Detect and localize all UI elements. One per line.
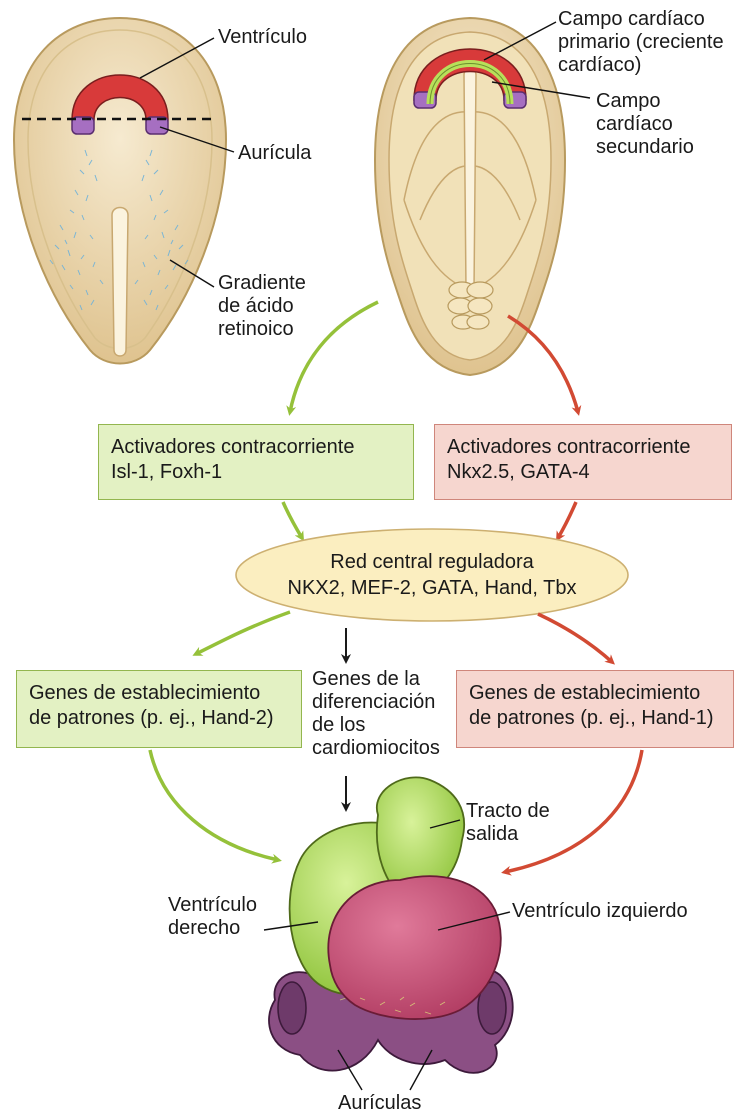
label-tracto-de-salida: Tracto de salida	[466, 800, 550, 846]
label-gradiente-acido-retinoico: Gradiente de ácido retinoico	[218, 272, 306, 341]
label-auricula: Aurícula	[238, 142, 311, 165]
arrow-der-to-red	[558, 502, 576, 538]
arrow-izq-to-red	[283, 502, 302, 538]
label-ventriculo-izquierdo: Ventrículo izquierdo	[512, 900, 688, 923]
label-ventriculo-derecho: Ventrículo derecho	[168, 894, 257, 940]
label-campo-cardiaco-primario: Campo cardíaco primario (creciente cardí…	[558, 8, 724, 77]
box-genes-der: Genes de establecimiento de patrones (p.…	[456, 670, 734, 748]
left-ventricle	[328, 876, 501, 1019]
label-campo-cardiaco-secundario: Campo cardíaco secundario	[596, 90, 694, 159]
box-genes-izq: Genes de establecimiento de patrones (p.…	[16, 670, 302, 748]
label-ventriculo: Ventrículo	[218, 26, 307, 49]
label-red-central: Red central reguladora NKX2, MEF-2, GATA…	[250, 549, 614, 601]
box-activadores-der: Activadores contracorriente Nkx2.5, GATA…	[434, 424, 732, 500]
arrow-red-to-genes-der	[538, 614, 612, 662]
right-embryo-somites	[448, 282, 493, 329]
label-genes-diferenciacion: Genes de la diferenciación de los cardio…	[312, 668, 440, 760]
label-auriculas: Aurículas	[338, 1092, 421, 1115]
arrow-red-to-genes-izq	[196, 612, 290, 654]
atria-vessel-left	[278, 982, 306, 1034]
left-embryo-primitive-streak	[112, 208, 128, 357]
left-embryo	[14, 18, 234, 364]
right-embryo-notochord	[464, 68, 476, 294]
arrow-genes-izq-to-heart	[150, 750, 278, 860]
box-activadores-izq: Activadores contracorriente Isl-1, Foxh-…	[98, 424, 414, 500]
